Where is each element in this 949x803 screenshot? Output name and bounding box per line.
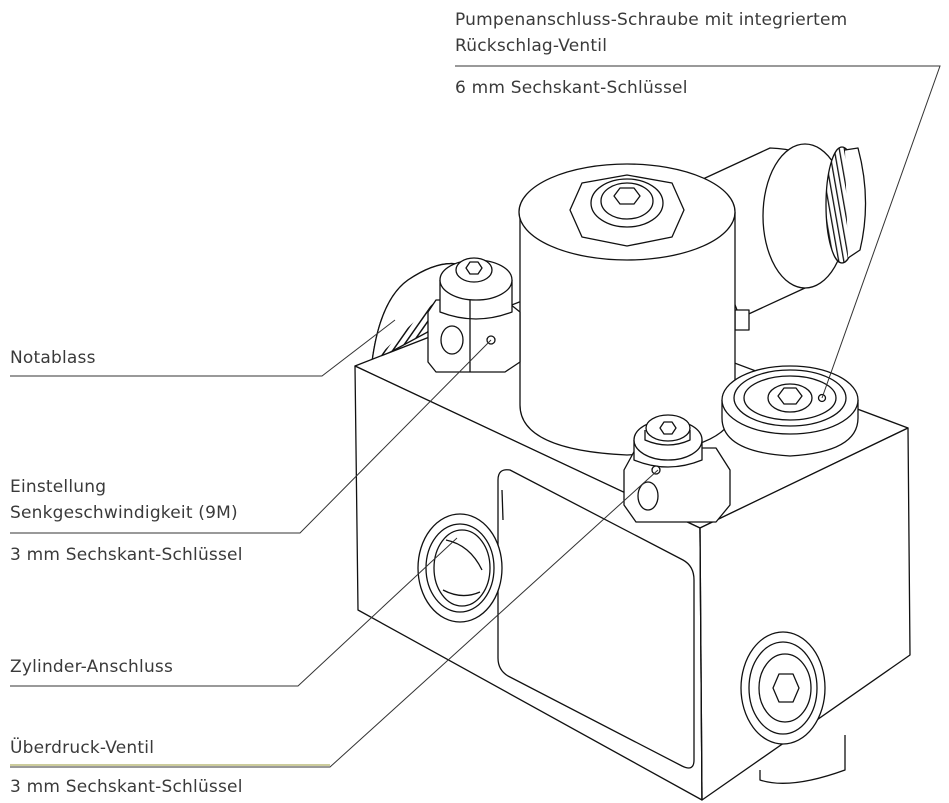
leader-einstellung (10, 339, 492, 534)
leader-ueberdruck (10, 469, 659, 768)
pump-connection-screw (721, 365, 859, 457)
label-pump-screw-line2: Rückschlag-Ventil (455, 36, 608, 56)
label-ueberdruck: Überdruck-Ventil (10, 738, 155, 758)
label-ueberdruck-tool: 3 mm Sechskant-Schlüssel (10, 777, 243, 797)
side-port-plug (740, 631, 826, 745)
leader-zylinder (10, 537, 458, 687)
label-einstellung-line1: Einstellung (10, 477, 107, 497)
cylinder-port (417, 513, 503, 623)
lowering-speed-valve (427, 257, 521, 373)
bottom-boss (759, 735, 846, 784)
label-pump-screw-line1: Pumpenanschluss-Schraube mit integrierte… (455, 10, 848, 30)
leader-notablass (10, 319, 396, 377)
label-notablass: Notablass (10, 348, 96, 368)
main-cylinder (518, 163, 736, 456)
label-zylinder: Zylinder-Anschluss (10, 657, 174, 677)
label-einstellung-tool: 3 mm Sechskant-Schlüssel (10, 545, 243, 565)
label-einstellung-line2: Senkgeschwindigkeit (9M) (10, 503, 238, 523)
pressure-relief-valve (623, 414, 731, 523)
label-pump-screw-tool: 6 mm Sechskant-Schlüssel (455, 78, 688, 98)
